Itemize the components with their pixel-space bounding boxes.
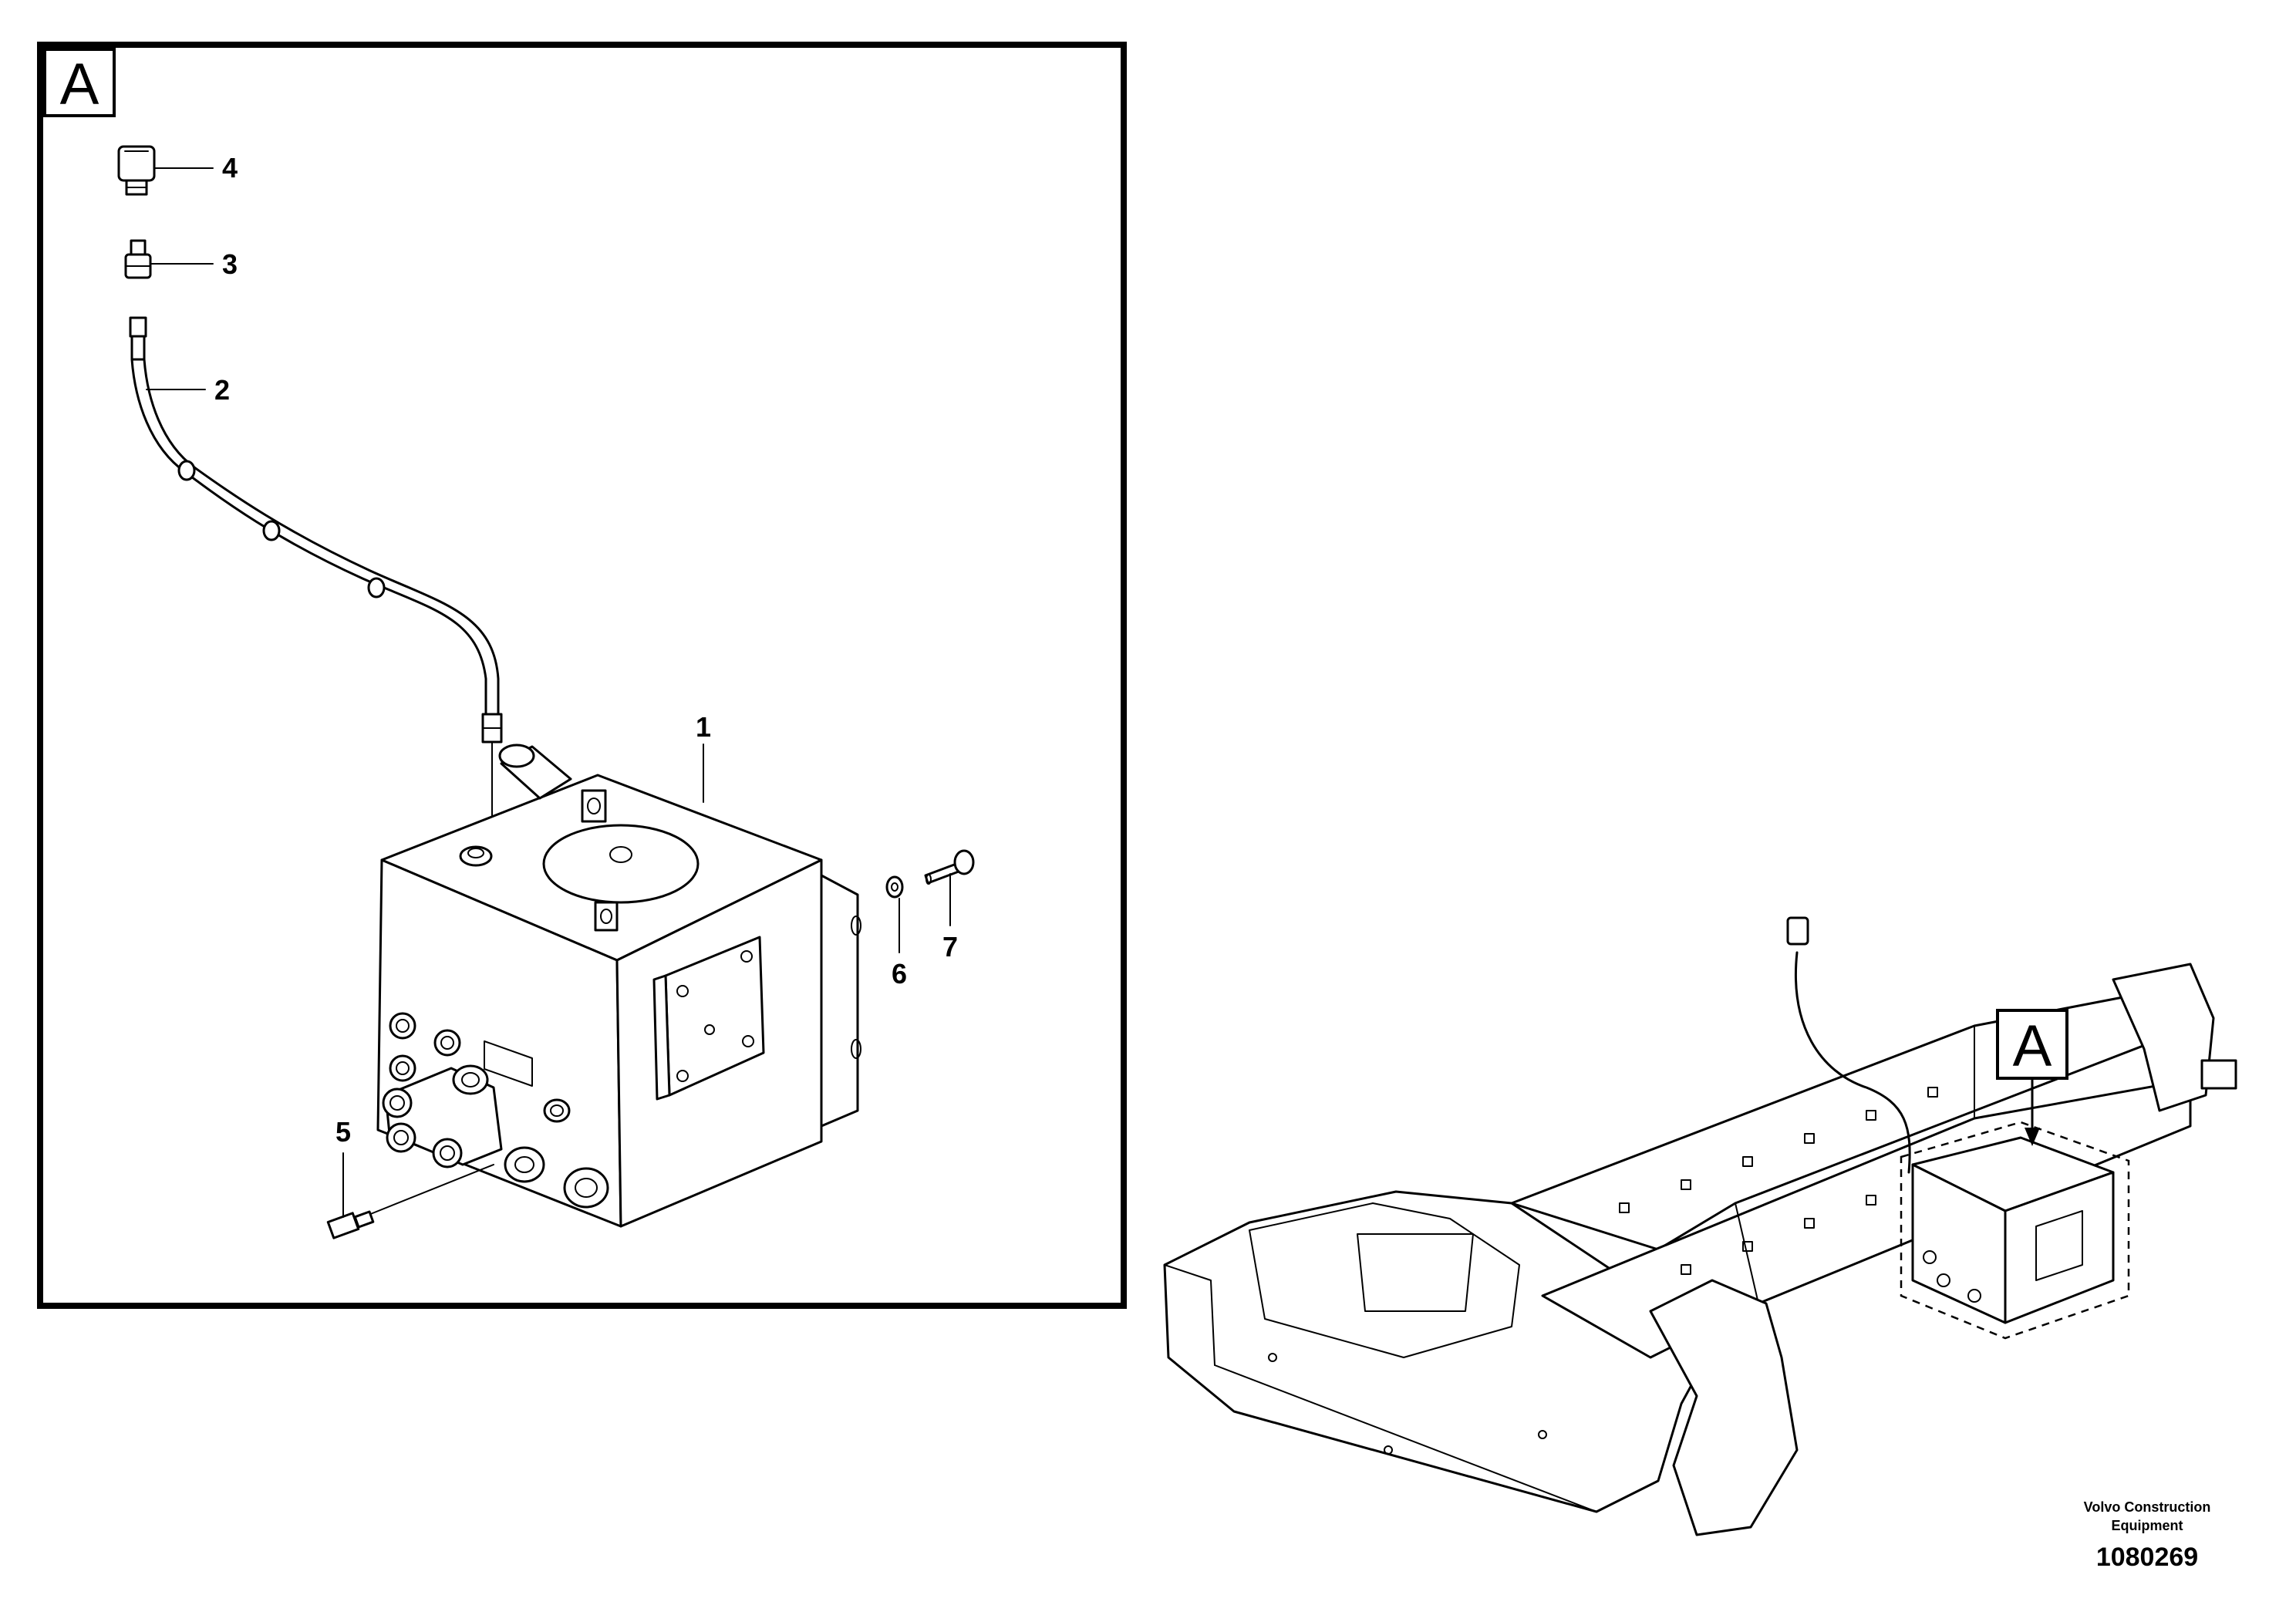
part-washer	[885, 875, 904, 899]
callout-5: 5	[335, 1116, 351, 1148]
company-line-1: Volvo Construction	[2084, 1499, 2211, 1515]
company-line-2: Equipment	[2112, 1518, 2183, 1533]
frame-holes	[1268, 1087, 1938, 1455]
detail-letter-box	[43, 48, 116, 117]
part-connector	[117, 145, 156, 196]
detail-letter: A	[60, 52, 99, 117]
detail-view-a: A	[37, 42, 1127, 1309]
detail-frame	[37, 42, 1127, 1309]
callout-7: 7	[942, 931, 958, 963]
callout-4: 4	[222, 152, 238, 184]
part-sensor	[326, 1164, 494, 1239]
part-adapter	[124, 239, 152, 279]
drawing-number: 1080269	[2096, 1543, 2198, 1572]
overview-letter-box	[1996, 1009, 2068, 1080]
part-tank	[376, 744, 861, 1228]
callouts: 4 3 2 1 5 6 7	[146, 152, 958, 1218]
callout-1: 1	[696, 711, 711, 743]
callout-2: 2	[214, 374, 230, 406]
detail-location-box	[1900, 1121, 2130, 1340]
callout-6: 6	[892, 958, 907, 990]
overview-frame: A	[1163, 916, 2237, 1536]
callout-3: 3	[222, 248, 238, 280]
footer: Volvo Construction Equipment 1080269	[2084, 1499, 2211, 1572]
part-hose	[129, 316, 503, 838]
overview-letter: A	[2013, 1013, 2052, 1079]
part-bolt	[924, 849, 975, 885]
